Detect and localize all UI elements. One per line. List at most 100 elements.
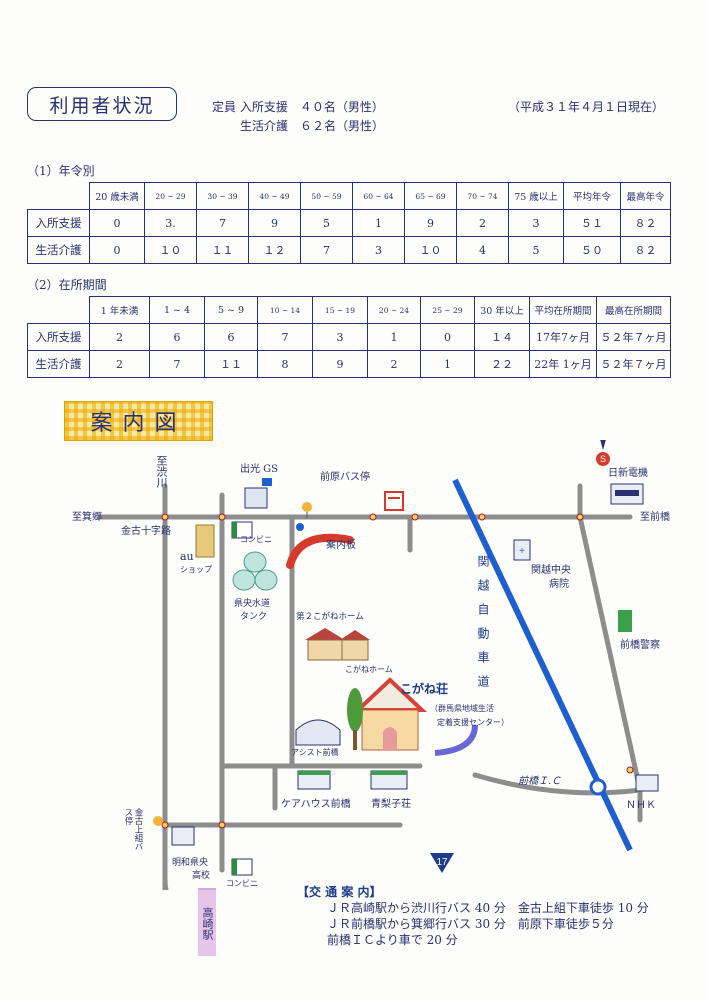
capacity-line-2: 生活介護 ６２名（男性） (240, 119, 385, 133)
signal (369, 513, 377, 521)
school-icon (171, 826, 195, 846)
stay-cell: 9 (312, 350, 368, 378)
label-idemitsu: 出光 GS (240, 462, 278, 475)
stay-cell: 2 (89, 350, 150, 378)
hospital-icon: + (513, 539, 531, 561)
seirishi-building-icon (370, 770, 408, 790)
label-maebara-bus: 前原バス停 (320, 470, 370, 483)
home-icon (305, 628, 370, 661)
signal (478, 513, 486, 521)
label-hospital-2: 病院 (549, 577, 569, 590)
age-cell: 9 (404, 209, 457, 237)
stay-cell: ５２年７ヶ月 (596, 350, 671, 378)
takasaki-station-marker (198, 888, 216, 890)
age-corner (27, 182, 90, 210)
stay-column-header: 最高在所期間 (596, 296, 671, 324)
tree-icon (347, 688, 363, 750)
age-column-header: 最高年令 (620, 182, 671, 210)
traffic-line: 前橋ＩＣより車で 20 分 (327, 933, 458, 947)
guide-sign-arrow (286, 533, 354, 569)
label-home-1: こがねホーム (345, 664, 393, 674)
route-17-sign-icon: 17 (430, 853, 454, 873)
age-cell: １０ (404, 236, 457, 264)
age-cell: 7 (300, 236, 353, 264)
compass-s: S (600, 454, 606, 464)
age-cell: ８２ (620, 236, 671, 264)
label-nhk: ＮＨＫ (626, 800, 656, 811)
stay-cell: 1 (420, 350, 475, 378)
stay-column-header: 20 ~ 24 (367, 296, 421, 324)
age-column-header: 30 ~ 39 (196, 182, 249, 210)
label-carehouse: ケアハウス前橋 (281, 797, 351, 810)
label-konbini-1: コンビニ (240, 535, 272, 544)
as-of-date: （平成３１年４月１日現在） (508, 100, 665, 114)
stay-cell: 6 (204, 323, 258, 351)
age-cell: 2 (456, 209, 509, 237)
stay-cell: 2 (367, 350, 421, 378)
age-row-label: 入所支援 (27, 209, 90, 237)
factory-icon (610, 483, 644, 505)
label-support-2: 定着支援センター） (437, 717, 509, 727)
label-kanako-jujiro: 金古十字路 (121, 524, 171, 537)
stay-row-label: 入所支援 (27, 323, 90, 351)
label-au: au (180, 550, 194, 563)
stay-column-header: 1 ~ 4 (149, 296, 205, 324)
compass-icon: N E S W (596, 440, 610, 466)
age-cell: 5 (508, 236, 564, 264)
stay-column-header: 25 ~ 29 (420, 296, 475, 324)
age-column-header: 50 ~ 59 (300, 182, 353, 210)
signal (626, 766, 634, 774)
label-minowa: 至箕郷 (72, 510, 102, 523)
label-home-2: 第２こがねホーム (296, 611, 364, 622)
signal (218, 513, 226, 521)
stay-cell: 8 (257, 350, 313, 378)
convenience-store-icon (231, 858, 253, 876)
age-cell: １１ (196, 236, 249, 264)
label-maebashi: 至前橋 (640, 510, 670, 523)
stay-column-header: 15 ~ 19 (312, 296, 368, 324)
stay-section-title: （2）在所期間 (27, 278, 107, 292)
stay-cell: 22年 1ヶ月 (529, 350, 597, 378)
age-column-header: 40 ~ 49 (248, 182, 301, 210)
label-tank-1: 県央水道 (234, 597, 270, 609)
label-kan-etsu: 関越自動車道 (476, 555, 490, 699)
stay-cell: 0 (420, 323, 475, 351)
age-column-header: 60 ~ 64 (352, 182, 405, 210)
stay-cell: １４ (474, 323, 530, 351)
map-title: 案内図 (64, 401, 213, 441)
stay-cell: 2 (89, 323, 150, 351)
traffic-line: ＪＲ高崎駅から渋川行バス 40 分 金古上組下車徒歩 10 分 (327, 901, 649, 915)
stay-cell: 17年7ヶ月 (529, 323, 597, 351)
koganeso-pointer-arrow (434, 724, 478, 756)
age-cell: 3 (352, 236, 405, 264)
stay-cell: 7 (257, 323, 313, 351)
stay-row-label: 生活介護 (27, 350, 90, 378)
age-cell: 3. (144, 209, 197, 237)
age-column-header: 75 歳以上 (508, 182, 564, 210)
traffic-title: 【交 通 案 内】 (297, 885, 382, 899)
water-tank-icon (232, 551, 278, 591)
label-konbini-2: コンビニ (226, 879, 258, 888)
signal (576, 513, 584, 521)
label-maebashi-ic: 前橋Ｉ.Ｃ (518, 775, 561, 787)
age-cell: ５０ (563, 236, 621, 264)
shrine-icon (384, 491, 404, 511)
label-support-1: （群馬県地域生活 (430, 703, 494, 713)
label-school-2: 高校 (192, 869, 210, 881)
stay-cell: 7 (149, 350, 205, 378)
age-cell: １０ (144, 236, 197, 264)
koganeso-building-icon (352, 677, 428, 751)
age-cell: 0 (89, 236, 145, 264)
label-school-1: 明和県央 (172, 856, 208, 868)
age-cell: 0 (89, 209, 145, 237)
stay-column-header: 30 年以上 (474, 296, 530, 324)
stay-cell: 3 (312, 323, 368, 351)
stay-cell: 6 (149, 323, 205, 351)
signal (218, 821, 226, 829)
capacity-line-1: 定員 入所支援 ４０名（男性） (212, 100, 384, 114)
au-shop-icon (195, 524, 215, 558)
stay-cell: ２２ (474, 350, 530, 378)
